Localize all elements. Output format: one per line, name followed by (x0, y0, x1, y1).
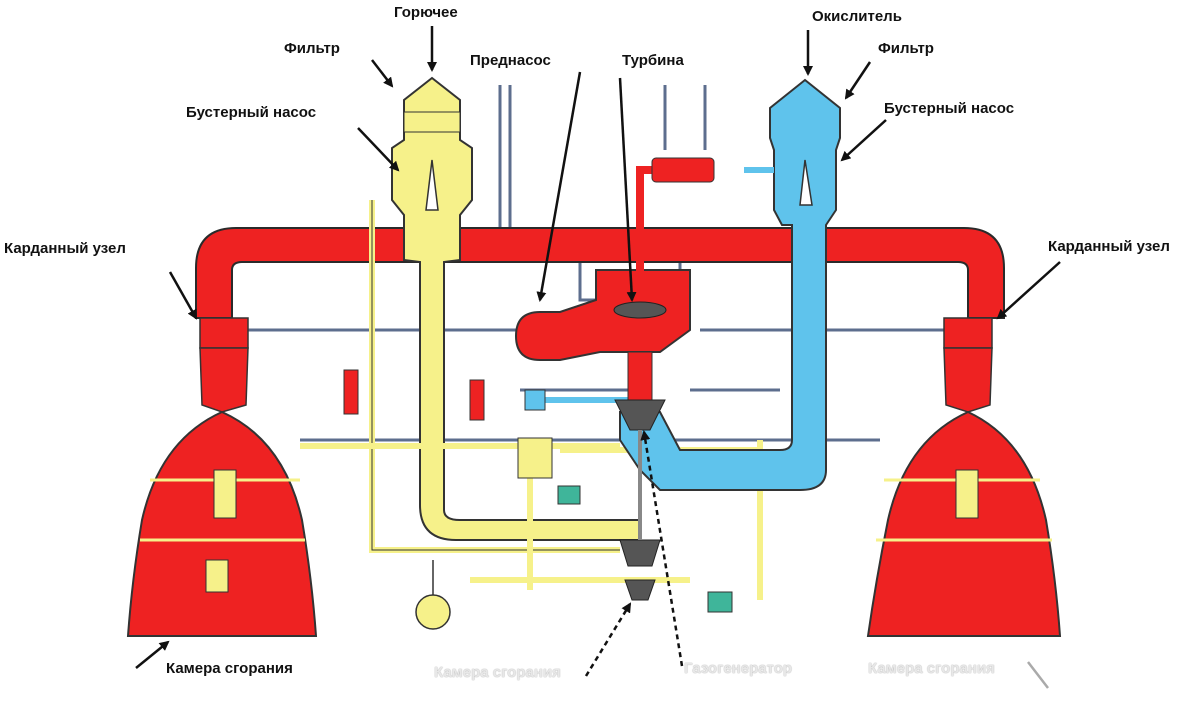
left-combustion-chamber (126, 317, 318, 637)
callout-arrows (135, 26, 1061, 689)
label-filter-right: Фильтр (878, 40, 934, 57)
label-pale-right: Газогенератор (684, 660, 793, 677)
label-gimbal-left: Карданный узел (4, 240, 126, 257)
turbopump (557, 399, 733, 613)
label-pale-center: Камера сгорания (434, 664, 561, 681)
label-gimbal-right: Карданный узел (1048, 238, 1170, 255)
label-booster-pump-left: Бустерный насос (186, 104, 317, 121)
label-prepump: Преднасос (470, 52, 551, 69)
label-pale-far-right: Камера сгорания (868, 660, 995, 677)
label-filter-left: Фильтр (284, 40, 340, 57)
label-booster-pump-right: Бустерный насос (884, 100, 1015, 117)
label-oxidizer: Окислитель (812, 8, 902, 25)
label-fuel: Горючее (394, 4, 458, 21)
fuel-line (300, 76, 763, 630)
gas-generator-block (343, 157, 715, 421)
oxidizer-line (524, 78, 841, 491)
label-turbine: Турбина (622, 52, 684, 69)
right-combustion-chamber (866, 317, 1062, 637)
label-combustion-chamber: Камера сгорания (166, 660, 293, 677)
